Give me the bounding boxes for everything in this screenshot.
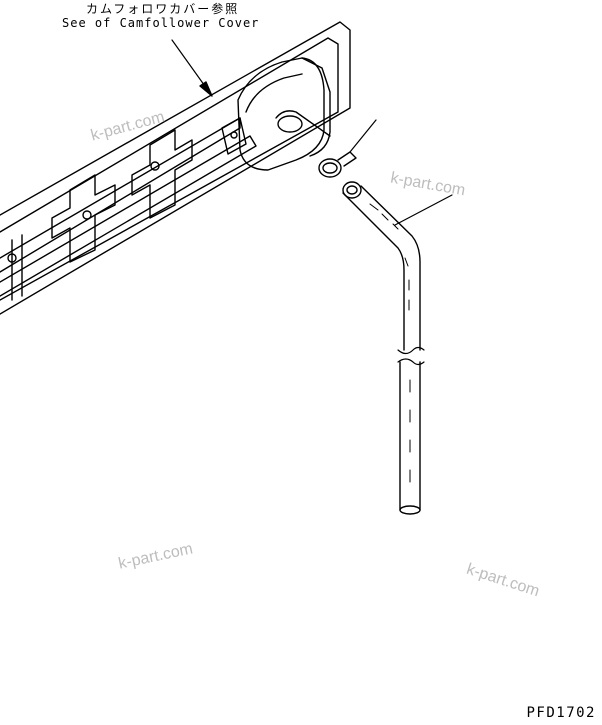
breather-body bbox=[237, 57, 331, 171]
mounting-tab bbox=[221, 117, 247, 155]
reference-label-english: See of Camfollower Cover bbox=[62, 16, 260, 30]
cover-rail bbox=[0, 21, 351, 315]
leader-lines bbox=[171, 39, 453, 226]
breather-hose bbox=[342, 181, 425, 515]
hose-clamp bbox=[318, 119, 377, 178]
reference-label-japanese: カムフォロワカバー参照 bbox=[86, 2, 240, 16]
rail-ribs bbox=[51, 129, 193, 263]
figure-code: PFD1702 bbox=[526, 705, 596, 721]
